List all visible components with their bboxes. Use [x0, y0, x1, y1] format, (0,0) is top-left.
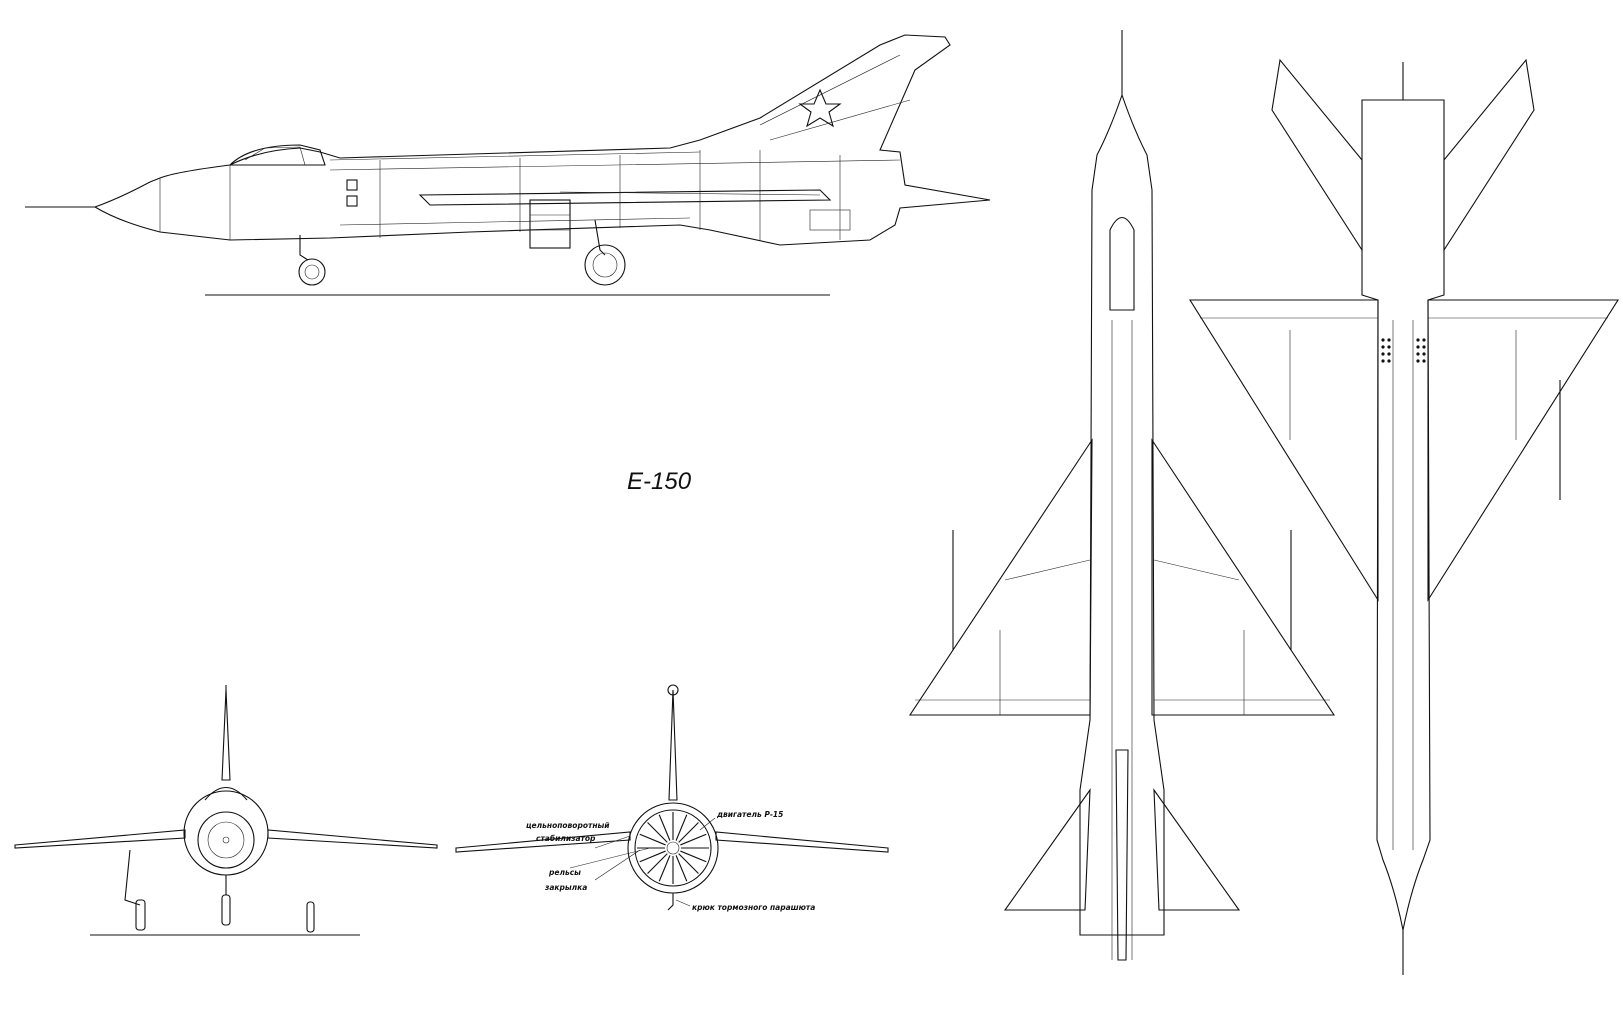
- label-rails: рельсы: [548, 868, 581, 877]
- label-engine: двигатель Р-15: [716, 810, 783, 819]
- label-stabilizer-1: цельноповоротный: [526, 821, 610, 830]
- aircraft-designation: E-150: [627, 468, 692, 495]
- label-flap: закрылка: [544, 883, 587, 892]
- label-hook: крюк тормозного парашюта: [692, 903, 815, 912]
- label-stabilizer-2: стабилизатор: [536, 834, 596, 843]
